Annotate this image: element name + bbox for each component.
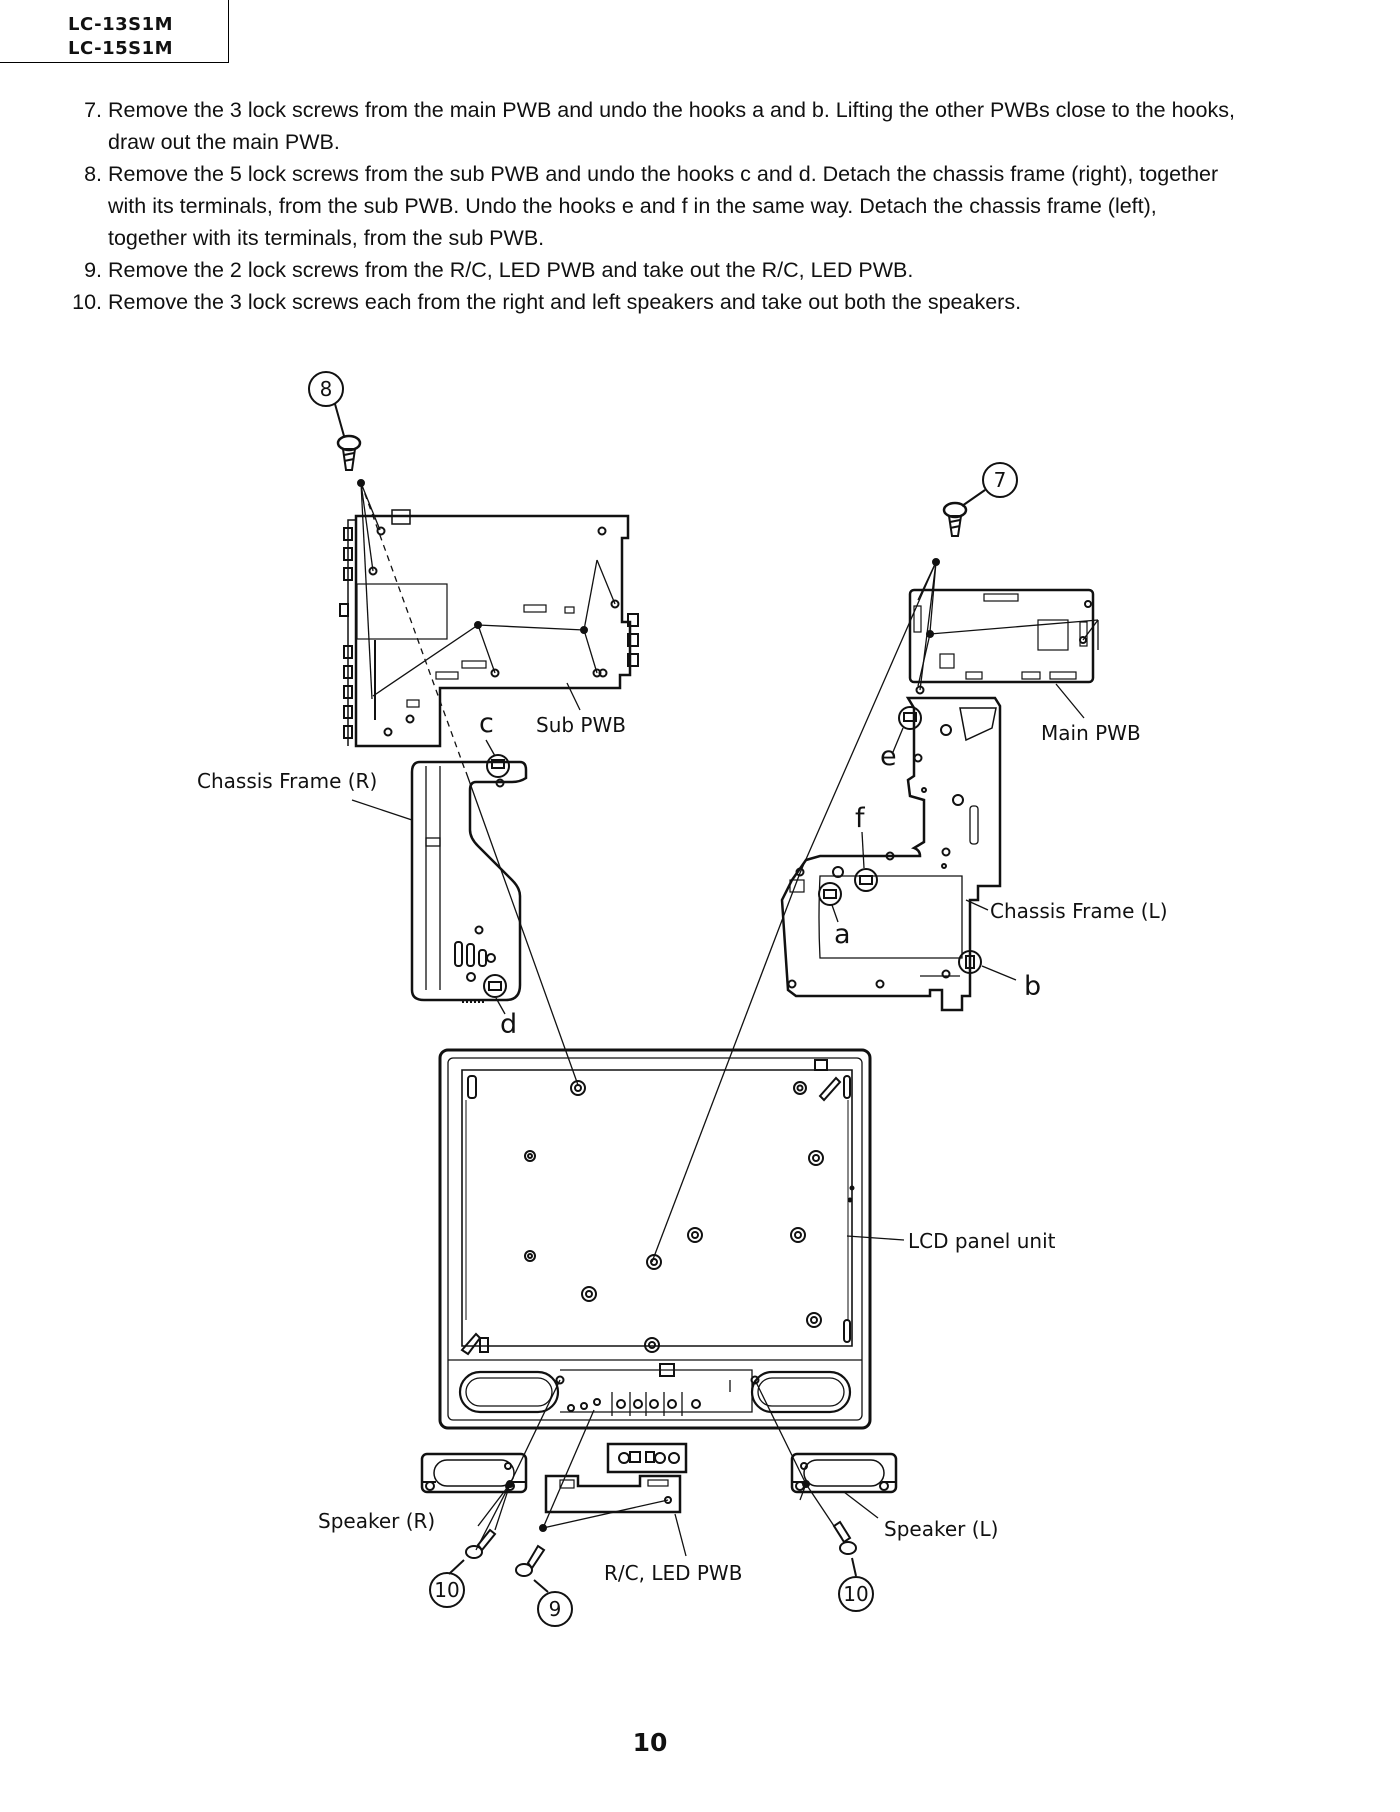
screw-7-leaders <box>799 561 1099 874</box>
screw-9-icon <box>515 1544 546 1577</box>
instruction-steps: 7.Remove the 3 lock screws from the main… <box>60 94 1240 318</box>
step-marker-9-label: 9 <box>549 1597 562 1621</box>
step-number: 8. <box>84 162 102 186</box>
step-text: Remove the 5 lock screws from the sub PW… <box>108 162 1219 250</box>
label-speaker-r: Speaker (R) <box>318 1509 435 1533</box>
step-marker-10-right-label: 10 <box>843 1582 868 1606</box>
step-number: 10. <box>72 290 102 314</box>
label-lcd-panel-unit: LCD panel unit <box>908 1229 1056 1253</box>
screw-8-leaders <box>360 482 466 771</box>
step-number: 7. <box>84 98 102 122</box>
step-marker-8 <box>308 371 344 407</box>
step-7: 7.Remove the 3 lock screws from the main… <box>60 94 1240 158</box>
rc-led-pwb <box>544 1442 688 1514</box>
step-marker-10-left-label: 10 <box>434 1578 459 1602</box>
step-text: Remove the 3 lock screws from the main P… <box>108 98 1235 154</box>
hook-d-label: d <box>500 1009 517 1040</box>
step-marker-10-left <box>429 1572 465 1608</box>
model-number-2: LC-15S1M <box>68 38 174 59</box>
screw-10-left-icon <box>465 1528 497 1559</box>
label-chassis-frame-r: Chassis Frame (R) <box>197 769 377 793</box>
step-8: 8.Remove the 5 lock screws from the sub … <box>60 158 1240 254</box>
label-speaker-l: Speaker (L) <box>884 1517 998 1541</box>
speaker-l <box>790 1452 898 1494</box>
screw-8-icon <box>336 434 362 471</box>
step-marker-7 <box>982 462 1018 498</box>
lcd-panel-unit <box>438 1048 872 1430</box>
step-marker-8-label: 8 <box>320 377 333 401</box>
label-sub-pwb: Sub PWB <box>536 713 626 737</box>
chassis-frame-l <box>780 696 1002 1012</box>
sub-pwb <box>339 509 639 748</box>
label-main-pwb: Main PWB <box>1041 721 1141 745</box>
step-9: 9.Remove the 2 lock screws from the R/C,… <box>60 254 1240 286</box>
hook-e-label: e <box>880 741 897 772</box>
step-text: Remove the 2 lock screws from the R/C, L… <box>108 258 914 282</box>
hook-b-label: b <box>1024 971 1041 1002</box>
model-header-box: LC-13S1M LC-15S1M <box>0 0 229 63</box>
step-marker-7-label: 7 <box>994 468 1007 492</box>
speaker-r <box>420 1452 528 1494</box>
screw-7-icon <box>942 501 968 537</box>
hook-a-label: a <box>834 919 851 950</box>
chassis-frame-r <box>410 754 528 1003</box>
hook-c-label: c <box>479 708 494 739</box>
page-number: 10 <box>632 1728 668 1757</box>
step-10: 10.Remove the 3 lock screws each from th… <box>60 286 1240 318</box>
screw-10-right-icon <box>832 1520 857 1555</box>
model-number-1: LC-13S1M <box>68 14 174 35</box>
main-pwb <box>908 588 1095 695</box>
step-number: 9. <box>84 258 102 282</box>
step-text: Remove the 3 lock screws each from the r… <box>108 290 1022 314</box>
label-chassis-frame-l: Chassis Frame (L) <box>990 899 1168 923</box>
step-marker-9 <box>537 1591 573 1627</box>
hook-f-label: f <box>855 803 866 834</box>
step-marker-10-right <box>838 1576 874 1612</box>
label-rc-led-pwb: R/C, LED PWB <box>604 1561 742 1585</box>
